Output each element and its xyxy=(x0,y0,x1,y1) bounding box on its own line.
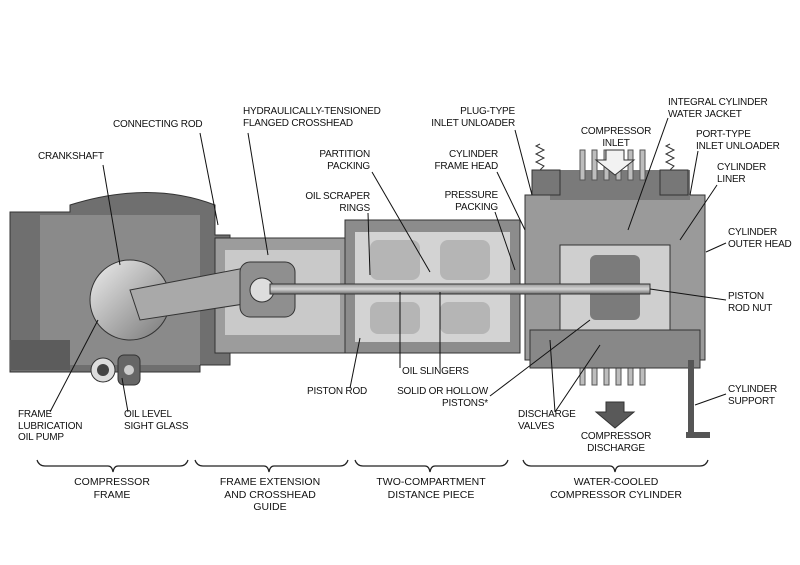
label-line: LUBRICATION xyxy=(18,420,83,432)
plug-unloader-spring xyxy=(534,143,546,171)
section-line: AND CROSSHEAD xyxy=(224,488,316,501)
sight-glass xyxy=(124,365,134,375)
label-line: SUPPORT xyxy=(728,395,775,407)
frame-extension xyxy=(129,237,346,354)
label-line: FRAME xyxy=(18,409,53,420)
label-line: ROD NUT xyxy=(728,302,773,314)
label-line: INLET UNLOADER xyxy=(696,140,780,152)
label-line: CYLINDER xyxy=(728,384,777,395)
section-line: WATER-COOLED xyxy=(573,476,659,488)
label-line: OIL LEVEL xyxy=(124,409,172,420)
label-line: INLET UNLOADER xyxy=(431,117,515,129)
label-line: OIL PUMP xyxy=(18,432,64,443)
label-line: PRESSURE xyxy=(444,190,499,201)
label-line: RINGS xyxy=(339,202,370,214)
section-line: FRAME EXTENSION xyxy=(219,476,321,488)
port-unloader-spring xyxy=(664,143,676,171)
label-line: PISTON xyxy=(728,291,764,302)
inlet-arrow-icon xyxy=(594,149,636,176)
leader-lines xyxy=(49,117,727,413)
label-line: PLUG-TYPE xyxy=(460,106,515,117)
label-line: SOLID OR HOLLOW xyxy=(397,386,488,397)
label-crankshaft: CRANKSHAFT xyxy=(38,151,104,162)
label-connecting-rod: CONNECTING ROD xyxy=(113,119,203,130)
label-line: SIGHT GLASS xyxy=(124,420,189,432)
label-line: PACKING xyxy=(327,160,370,172)
cylinder-support xyxy=(688,360,694,435)
label-oil-slingers: OIL SLINGERS xyxy=(402,366,469,377)
label-line: INLET xyxy=(602,137,630,149)
label-line: OUTER HEAD xyxy=(728,238,792,250)
label-line: INTEGRAL CYLINDER xyxy=(668,97,768,108)
label-line: DISCHARGE xyxy=(518,409,576,420)
discharge-arrow-icon xyxy=(594,401,636,429)
label-line: COMPRESSOR xyxy=(580,431,652,442)
label-line: VALVES xyxy=(518,420,555,432)
piston-rod xyxy=(269,283,651,295)
label-line: WATER JACKET xyxy=(668,108,742,120)
label-line: PISTONS* xyxy=(441,397,488,409)
section-line: GUIDE xyxy=(253,501,287,513)
label-line: COMPRESSOR xyxy=(580,126,652,137)
section-line: FRAME xyxy=(93,488,131,501)
label-line: CYLINDER xyxy=(717,162,766,173)
section-line: DISTANCE PIECE xyxy=(387,488,475,501)
label-piston-rod: PISTON ROD xyxy=(307,386,368,397)
label-line: CYLINDER xyxy=(728,227,777,238)
label-line: FLANGED CROSSHEAD xyxy=(243,117,353,129)
label-line: PARTITION xyxy=(319,149,370,160)
label-line: CYLINDER xyxy=(449,149,498,160)
label-line: DISCHARGE xyxy=(587,442,645,454)
label-line: PORT-TYPE xyxy=(696,129,751,140)
label-line: LINER xyxy=(717,173,746,185)
label-line: PACKING xyxy=(455,201,498,213)
section-line: COMPRESSOR xyxy=(74,476,150,488)
label-line: HYDRAULICALLY-TENSIONED xyxy=(243,106,381,117)
section-braces xyxy=(36,459,709,473)
label-line: FRAME HEAD xyxy=(434,160,498,172)
section-line: TWO-COMPARTMENT xyxy=(376,476,486,488)
section-line: COMPRESSOR CYLINDER xyxy=(550,488,682,501)
label-line: OIL SCRAPER xyxy=(305,191,370,202)
